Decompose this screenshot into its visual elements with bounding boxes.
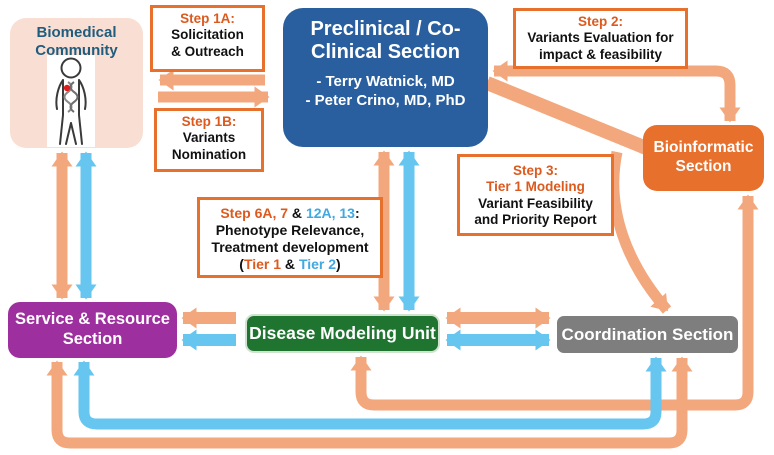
step1a-heading: Step 1A: xyxy=(180,11,235,26)
step3-heading: Step 3: xyxy=(512,163,558,178)
disease-modeling-label: Disease Modeling Unit xyxy=(249,323,436,343)
node-service-resource-section: Service & Resource Section xyxy=(8,302,177,358)
arrow-step2-preclinical-bioinformatic xyxy=(492,60,741,123)
stepbox-1b: Step 1B: Variants Nomination xyxy=(154,108,264,172)
biomedical-community-label: Biomedical Community xyxy=(35,24,118,59)
arrow-dmu-bioinformatic-bottom-route xyxy=(350,194,759,411)
service-resource-label: Service & Resource Section xyxy=(14,310,170,348)
node-disease-modeling-unit: Disease Modeling Unit xyxy=(245,314,440,353)
step6-line2: Treatment development xyxy=(211,239,369,256)
stepbox-1a: Step 1A: Solicitation & Outreach xyxy=(150,5,265,72)
step1b-heading: Step 1B: xyxy=(181,114,237,129)
arrow-bioinformatic-to-preclinical-diagonal xyxy=(484,76,654,157)
step3-heading2: Tier 1 Modeling xyxy=(486,179,585,195)
stepbox-2: Step 2: Variants Evaluation for impact &… xyxy=(513,8,688,69)
node-biomedical-community: Biomedical Community xyxy=(10,18,143,148)
step1b-line1: Variants xyxy=(182,130,236,146)
node-bioinformatic-section: Bioinformatic Section xyxy=(643,125,764,191)
coordination-label: Coordination Section xyxy=(561,324,734,344)
stepbox-3: Step 3: Tier 1 Modeling Variant Feasibil… xyxy=(457,154,614,236)
step6-line3: (Tier 1 & Tier 2) xyxy=(239,256,341,273)
step1b-line2: Nomination xyxy=(171,146,247,162)
step1a-line1: Solicitation xyxy=(171,27,244,43)
node-coordination-section: Coordination Section xyxy=(557,316,738,353)
stepbox-6a-7-12a-13: Step 6A, 7 & 12A, 13: Phenotype Relevanc… xyxy=(197,197,383,278)
arrow-service-coordination-blue-bottom xyxy=(73,356,667,430)
step3-line1: Variant Feasibility xyxy=(478,195,593,211)
preclinical-title: Preclinical / Co-Clinical Section xyxy=(310,18,461,63)
step3-line2: and Priority Report xyxy=(474,212,597,228)
step1a-line2: & Outreach xyxy=(171,43,244,59)
step2-heading: Step 2: xyxy=(577,14,623,29)
step6-heading: Step 6A, 7 & 12A, 13: xyxy=(220,205,360,221)
step6-line1: Phenotype Relevance, xyxy=(215,222,365,239)
step2-line1: Variants Evaluation for xyxy=(527,30,674,46)
node-preclinical-co-clinical-section: Preclinical / Co-Clinical Section - Terr… xyxy=(283,8,488,147)
preclinical-member-1: - Terry Watnick, MD xyxy=(316,73,455,90)
preclinical-member-2: - Peter Crino, MD, PhD xyxy=(305,91,466,109)
person-dna-icon xyxy=(47,55,95,147)
step2-line2: impact & feasibility xyxy=(538,46,663,62)
arrow-service-coordination-orange-bottom xyxy=(46,356,693,449)
bioinformatic-label: Bioinformatic Section xyxy=(653,139,754,175)
